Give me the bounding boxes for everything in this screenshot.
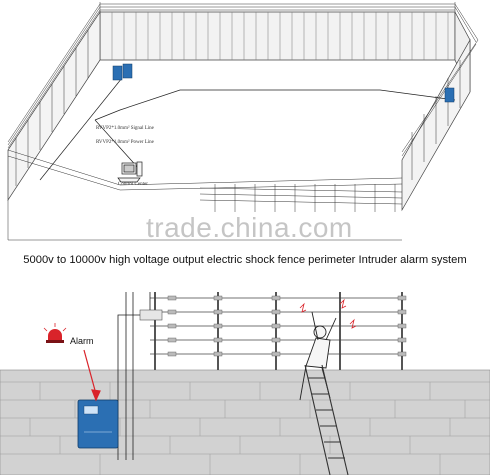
back-fence-posts	[111, 12, 449, 60]
shock-spark-icons	[299, 298, 357, 329]
perimeter-fence-illustration	[7, 2, 479, 241]
power-line-label: RVVP2*1.0mm² Power Line	[96, 140, 154, 145]
brick-wall	[0, 369, 490, 475]
intruder-figure	[299, 311, 337, 401]
control-center-label: Control Center	[118, 182, 148, 187]
alarm-pointer-arrow	[83, 349, 101, 402]
insulators	[167, 295, 407, 357]
control-center-computer	[117, 161, 143, 183]
fence-wall-panels	[7, 10, 471, 212]
left-fence-wires	[7, 3, 101, 186]
junction-box	[139, 309, 163, 321]
front-fence	[7, 149, 403, 241]
right-fence-wires	[401, 3, 479, 180]
alarm-siren-icon	[43, 323, 67, 343]
fence-energizer-boxes	[112, 63, 455, 103]
alarm-label: Alarm	[70, 336, 94, 346]
fence-controller	[77, 399, 119, 449]
wall-fence-illustration	[0, 292, 490, 475]
headline: 5000v to 10000v high voltage output elec…	[23, 254, 467, 266]
ladder	[304, 364, 349, 475]
watermark: trade.china.com	[146, 212, 353, 243]
signal-line-label: RVVP2*1.0mm² Signal Line	[96, 126, 154, 131]
fence-posts	[154, 292, 403, 370]
back-fence-wires	[99, 2, 456, 12]
cable-lines	[39, 77, 456, 181]
